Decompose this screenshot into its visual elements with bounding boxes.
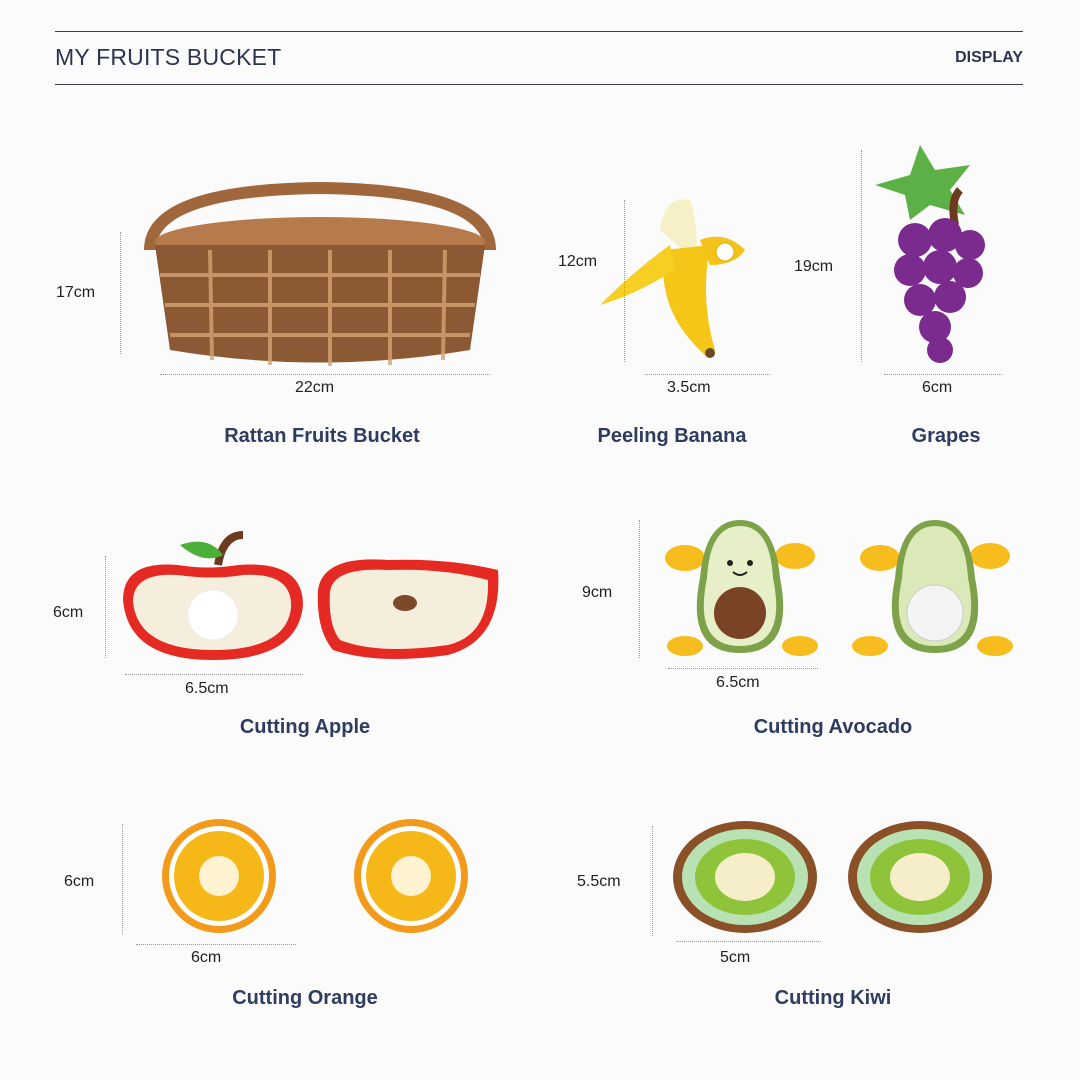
- orange-height: 6cm: [64, 873, 95, 890]
- avocado-height-line: [639, 520, 640, 658]
- orange-height-line: [122, 824, 123, 934]
- bottom-rule: [55, 84, 1023, 85]
- grapes-width: 6cm: [922, 379, 953, 396]
- grapes-image: [875, 145, 985, 363]
- top-rule: [55, 31, 1023, 32]
- grapes-height: 19cm: [794, 258, 834, 275]
- banana-width-line: [645, 374, 770, 375]
- apple-height-line: [105, 556, 106, 658]
- orange-image: [162, 819, 468, 933]
- kiwi-height: 5.5cm: [577, 873, 621, 890]
- product-name-orange: Cutting Orange: [232, 987, 378, 1009]
- basket-image: [144, 181, 496, 366]
- product-name-kiwi: Cutting Kiwi: [774, 987, 892, 1009]
- basket-width: 22cm: [295, 379, 335, 396]
- basket-height: 17cm: [56, 284, 96, 301]
- page-title: MY FRUITS BUCKET: [55, 44, 282, 70]
- grapes-height-line: [861, 150, 862, 362]
- kiwi-height-line: [652, 826, 653, 936]
- kiwi-image: [673, 821, 992, 933]
- banana-height: 12cm: [558, 253, 598, 270]
- basket-width-line: [160, 374, 490, 375]
- avocado-width-line: [668, 668, 818, 669]
- product-name-basket: Rattan Fruits Bucket: [224, 425, 420, 447]
- product-name-grapes: Grapes: [911, 425, 981, 447]
- apple-height: 6cm: [53, 604, 84, 621]
- basket-height-line: [120, 232, 121, 354]
- banana-width: 3.5cm: [667, 379, 711, 396]
- apple-image: [123, 531, 499, 660]
- banana-height-line: [624, 200, 625, 362]
- apple-width: 6.5cm: [185, 680, 229, 697]
- product-name-avocado: Cutting Avocado: [753, 716, 913, 738]
- apple-width-line: [125, 674, 303, 675]
- orange-width: 6cm: [191, 949, 222, 966]
- banana-image: [600, 199, 745, 358]
- product-name-apple: Cutting Apple: [239, 716, 371, 738]
- grapes-width-line: [884, 374, 1002, 375]
- kiwi-width-line: [676, 941, 821, 942]
- product-name-banana: Peeling Banana: [597, 425, 747, 447]
- orange-width-line: [136, 944, 296, 945]
- kiwi-width: 5cm: [720, 949, 751, 966]
- display-label: DISPLAY: [955, 49, 1023, 66]
- avocado-image: [665, 520, 1013, 656]
- avocado-height: 9cm: [582, 584, 613, 601]
- avocado-width: 6.5cm: [716, 674, 760, 691]
